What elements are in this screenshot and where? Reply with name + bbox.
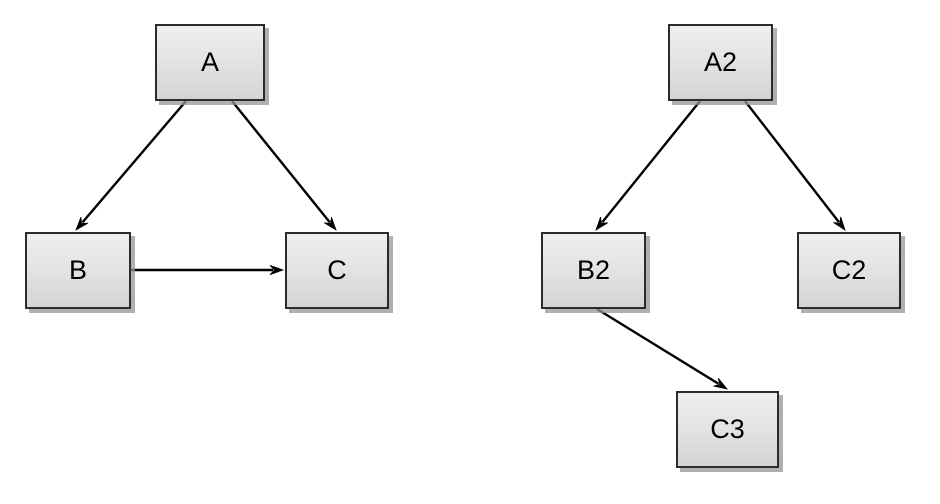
node-label: C2 bbox=[831, 255, 867, 285]
node-a2[interactable]: A2 bbox=[668, 24, 773, 101]
arrowhead-icon bbox=[269, 265, 285, 275]
edge-b-c[interactable] bbox=[131, 265, 285, 275]
node-label: C bbox=[327, 255, 347, 285]
node-label: A2 bbox=[703, 47, 738, 77]
node-label: A bbox=[200, 47, 219, 77]
node-a[interactable]: A bbox=[155, 24, 265, 101]
arrowhead-icon bbox=[595, 216, 608, 231]
edge-line bbox=[744, 100, 840, 223]
node-c[interactable]: C bbox=[285, 232, 389, 309]
edge-b2-c3[interactable] bbox=[596, 307, 729, 390]
edge-line bbox=[601, 100, 701, 223]
arrowhead-icon bbox=[713, 378, 729, 390]
node-c3[interactable]: C3 bbox=[676, 391, 779, 468]
arrowhead-icon bbox=[324, 216, 337, 231]
arrowhead-icon bbox=[75, 216, 89, 231]
node-b[interactable]: B bbox=[25, 232, 131, 309]
edge-a2-c2[interactable] bbox=[744, 100, 846, 231]
edge-a-c[interactable] bbox=[231, 100, 337, 231]
node-label: C3 bbox=[710, 414, 745, 444]
edge-line bbox=[596, 307, 720, 385]
edge-a2-b2[interactable] bbox=[595, 100, 701, 231]
edge-line bbox=[81, 100, 187, 224]
node-c2[interactable]: C2 bbox=[797, 232, 901, 309]
edge-line bbox=[231, 100, 331, 223]
node-b2[interactable]: B2 bbox=[541, 232, 646, 309]
arrowhead-icon bbox=[833, 216, 846, 231]
edge-a-b[interactable] bbox=[75, 100, 187, 231]
node-label: B2 bbox=[576, 255, 611, 285]
node-label: B bbox=[68, 255, 87, 285]
